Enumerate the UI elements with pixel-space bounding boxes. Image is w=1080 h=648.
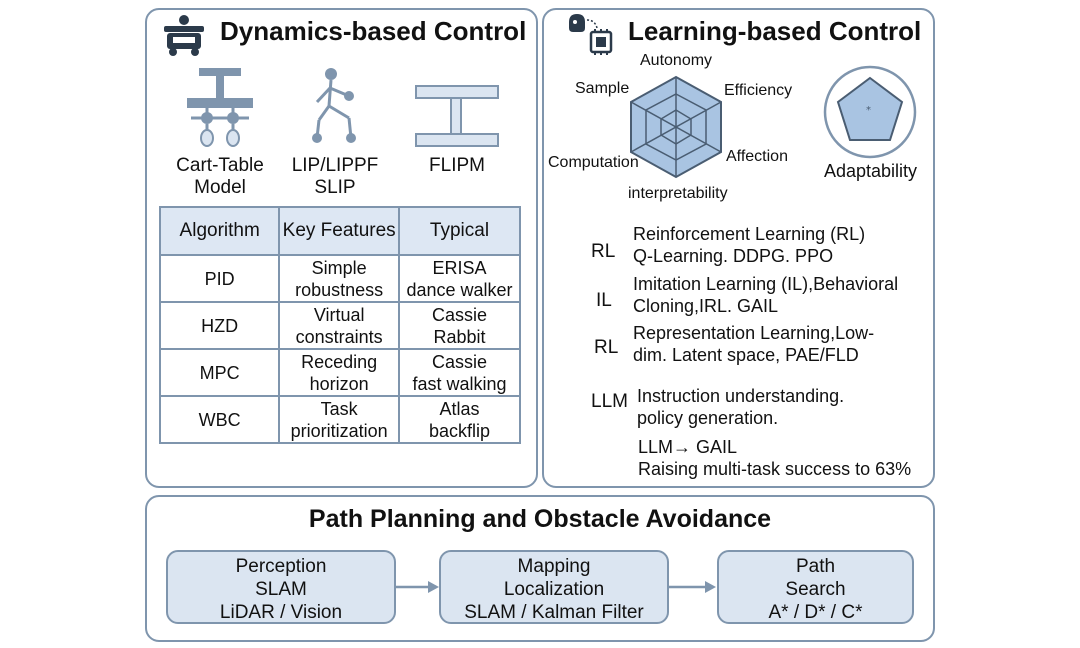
method-description: Instruction understanding. policy genera… xyxy=(637,385,844,429)
path-search-box: Path Search A* / D* / C* xyxy=(717,550,914,624)
method-abbr: IL xyxy=(596,290,612,311)
arrow-icon xyxy=(669,581,716,593)
dynamics-title: Dynamics-based Control xyxy=(220,16,527,46)
llm-gail-note: LLM→ GAIL Raising multi-task success to … xyxy=(638,436,911,480)
box-line: Localization xyxy=(503,579,605,600)
cell-line: prioritization xyxy=(290,420,388,441)
model-label-line: Cart-Table xyxy=(176,155,264,176)
method-abbr: LLM xyxy=(591,391,628,412)
adaptability-pentagon: * xyxy=(823,65,917,159)
method-line: dim. Latent space, PAE/FLD xyxy=(633,345,859,365)
ai-chip-icon xyxy=(569,14,613,55)
cart-table-model-icon xyxy=(187,68,253,147)
method-line: Imitation Learning (IL),Behavioral xyxy=(633,274,899,294)
cell-line: Receding xyxy=(301,351,378,372)
note-line: Raising multi-task success to 63% xyxy=(638,459,912,479)
cell-line: robustness xyxy=(295,279,384,300)
perception-box: Perception SLAM LiDAR / Vision xyxy=(166,550,396,624)
cell-line: Cassie xyxy=(431,351,487,372)
path-planning-title: Path Planning and Obstacle Avoidance xyxy=(308,505,772,533)
radar-axis-label: Sample xyxy=(575,80,630,97)
radar-chart xyxy=(630,75,722,179)
radar-axis-label: Efficiency xyxy=(724,82,793,99)
mapping-box: Mapping Localization SLAM / Kalman Filte… xyxy=(439,550,669,624)
method-line: Cloning,IRL. GAIL xyxy=(633,296,779,316)
box-line: SLAM / Kalman Filter xyxy=(464,602,644,623)
method-line: Representation Learning,Low- xyxy=(633,323,875,343)
method-line: policy generation. xyxy=(637,408,779,428)
table-header-cell: Key Features xyxy=(278,206,400,256)
radar-axis-label: Computation xyxy=(548,154,639,171)
cell-line: ERISA xyxy=(432,257,487,278)
table-header-cell: Algorithm xyxy=(158,206,281,256)
model-label-line: FLIPM xyxy=(429,155,485,176)
note-line: LLM→ GAIL xyxy=(638,437,738,457)
method-description: Imitation Learning (IL),Behavioral Cloni… xyxy=(633,273,898,317)
cell-line: Cassie xyxy=(431,304,487,325)
method-line: Instruction understanding. xyxy=(637,386,845,406)
svg-text:*: * xyxy=(866,105,871,116)
radar-axis-label: Affection xyxy=(726,148,788,165)
algorithm-cell: MPC xyxy=(158,348,281,397)
radar-axis-label: Autonomy xyxy=(640,52,713,69)
method-abbr: RL xyxy=(591,241,616,262)
radar-axis-label: interpretability xyxy=(628,185,728,202)
cell-line: Task xyxy=(320,398,358,419)
cell-line: horizon xyxy=(309,373,369,394)
algorithm-cell: WBC xyxy=(158,395,281,444)
method-line: Reinforcement Learning (RL) xyxy=(633,224,866,244)
lip-walker-icon xyxy=(312,68,356,143)
cell-line: constraints xyxy=(295,326,383,347)
method-line: Q-Learning. DDPG. PPO xyxy=(633,246,834,266)
cell-line: Rabbit xyxy=(433,326,486,347)
box-line: SLAM xyxy=(255,579,307,600)
cell-line: dance walker xyxy=(406,279,513,300)
model-lip-label: LIP/LIPPF SLIP xyxy=(280,155,390,199)
method-description: Reinforcement Learning (RL) Q-Learning. … xyxy=(633,223,865,267)
box-line: Search xyxy=(785,579,846,600)
algorithm-cell: HZD xyxy=(158,301,281,350)
cell-line: fast walking xyxy=(412,373,507,394)
arrow-icon xyxy=(396,581,439,593)
algorithm-cell: PID xyxy=(158,254,281,303)
algorithm-table: Algorithm Key Features Typical PID Simpl… xyxy=(158,206,522,444)
model-cart-table-label: Cart-Table Model xyxy=(165,155,275,199)
model-label-line: SLIP xyxy=(314,177,356,198)
cell-line: Atlas xyxy=(439,398,480,419)
adaptability-label: Adaptability xyxy=(824,161,918,181)
model-flipm-label: FLIPM xyxy=(402,155,512,177)
cell-line: Simple xyxy=(311,257,367,278)
box-line: Mapping xyxy=(517,556,591,577)
box-line: Perception xyxy=(235,556,327,577)
method-description: Representation Learning,Low- dim. Latent… xyxy=(633,322,874,366)
box-line: A* / D* / C* xyxy=(768,602,863,623)
learning-title: Learning-based Control xyxy=(628,16,922,46)
flipm-icon xyxy=(415,85,499,147)
table-header-cell: Typical xyxy=(397,206,522,256)
robot-cart-icon xyxy=(164,15,204,56)
table-header-row: Algorithm Key Features Typical xyxy=(158,206,522,256)
cell-line: Virtual xyxy=(313,304,365,325)
method-abbr: RL xyxy=(594,337,619,358)
box-line: LiDAR / Vision xyxy=(219,602,343,623)
box-line: Path xyxy=(795,556,836,577)
model-label-line: LIP/LIPPF xyxy=(291,155,379,176)
model-label-line: Model xyxy=(194,177,246,198)
cell-line: backflip xyxy=(428,420,490,441)
